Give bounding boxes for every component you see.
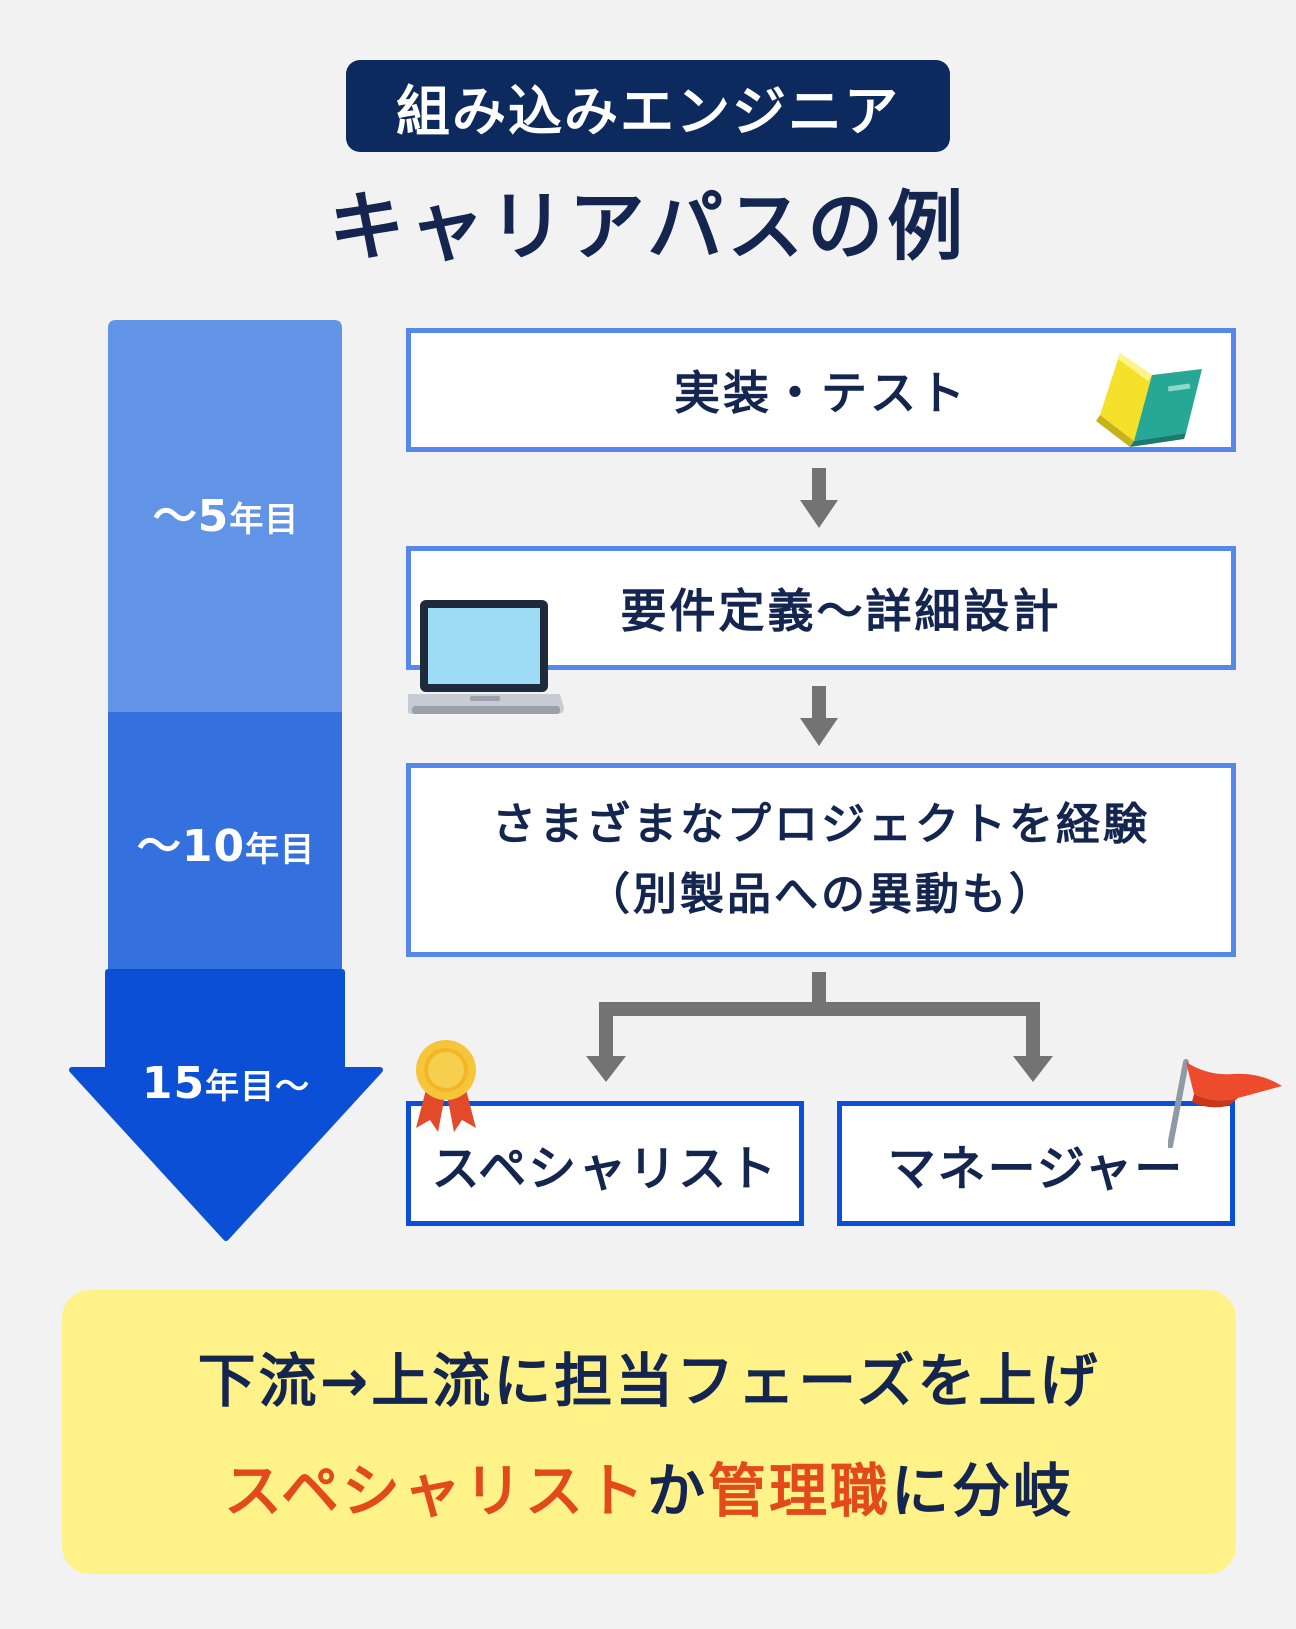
- summary-ending-text: に分岐: [890, 1457, 1074, 1525]
- timeline-label-stage-3: 15年目～: [141, 1058, 311, 1109]
- timeline-arrow-shape: [69, 320, 383, 1241]
- timeline-arrow: ～5年目 ～10年目 15年目～: [62, 320, 390, 1242]
- category-badge: 組み込みエンジニア: [346, 60, 950, 152]
- arrow-down-icon: [800, 468, 838, 528]
- page-title: キャリアパスの例: [328, 182, 968, 271]
- step-label: 実装・テスト: [674, 366, 968, 420]
- step-label-line2: （別製品への異動も）: [586, 869, 1056, 920]
- branch-label: スペシャリスト: [431, 1140, 779, 1197]
- branch-manager: マネージャー: [837, 1101, 1235, 1226]
- red-flag-icon: [1168, 1059, 1282, 1148]
- arrow-down-icon: [800, 686, 838, 746]
- branch-connector: [586, 972, 1053, 1082]
- summary-line-2: スペシャリストか管理職に分岐: [62, 1444, 1236, 1528]
- summary-line-1: 下流→上流に担当フェーズを上げ: [197, 1347, 1101, 1415]
- timeline-segment-2: [108, 712, 342, 972]
- step-implementation-test: 実装・テスト: [406, 328, 1236, 452]
- branch-specialist: スペシャリスト: [406, 1101, 804, 1226]
- award-rosette-icon: [416, 1040, 476, 1132]
- beginner-book-icon: [1096, 353, 1202, 447]
- summary-connector-text: か: [646, 1457, 708, 1525]
- summary-box: 下流→上流に担当フェーズを上げ スペシャリストか管理職に分岐: [62, 1290, 1236, 1574]
- step-various-projects: さまざまなプロジェクトを経験 （別製品への異動も）: [406, 763, 1236, 957]
- timeline-segment-3: [69, 969, 383, 1241]
- step-label-line1: さまざまなプロジェクトを経験: [492, 799, 1150, 850]
- summary-highlight-specialist: スペシャリスト: [224, 1457, 647, 1525]
- branch-label: マネージャー: [887, 1140, 1185, 1197]
- step-label: 要件定義～詳細設計: [620, 584, 1062, 638]
- timeline-label-stage-2: ～10年目: [136, 821, 316, 872]
- laptop-icon: [408, 600, 564, 714]
- timeline-segment-1: [108, 320, 342, 712]
- timeline-label-stage-1: ～5年目: [152, 491, 300, 542]
- summary-highlight-management: 管理職: [707, 1457, 891, 1525]
